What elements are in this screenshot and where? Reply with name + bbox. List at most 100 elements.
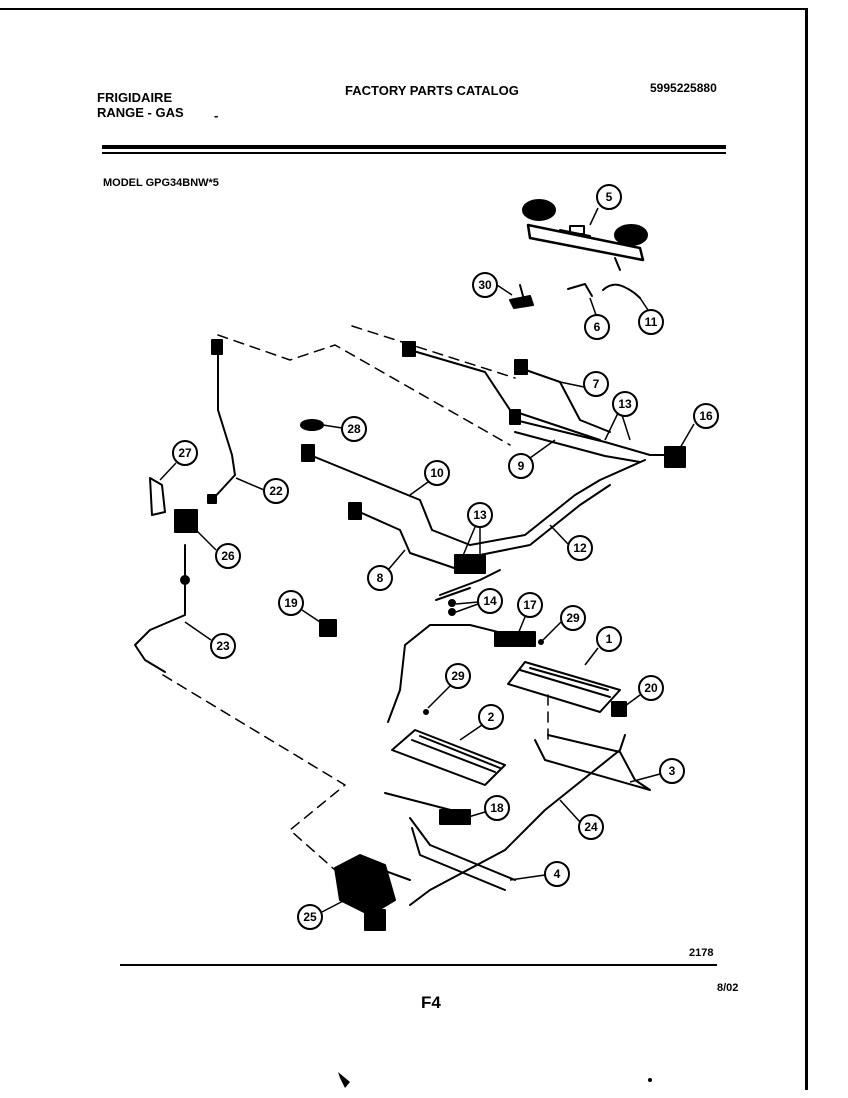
svg-text:1: 1 [606, 632, 613, 646]
svg-text:28: 28 [347, 422, 361, 436]
callout-11: 11 [638, 297, 664, 335]
part-spark-module-19 [319, 619, 337, 637]
callout-28: 28 [322, 416, 367, 442]
callout-6: 6 [584, 297, 610, 340]
part-tube-22 [207, 339, 236, 504]
part-tube-23 [134, 544, 190, 673]
callout-26: 26 [195, 529, 241, 569]
svg-text:25: 25 [303, 910, 317, 924]
callout-12: 12 [549, 524, 593, 561]
svg-text:2: 2 [488, 710, 495, 724]
part-bracket-27 [149, 477, 166, 516]
part-orifice-20 [611, 701, 627, 717]
part-igniter-wire-17 [387, 624, 536, 723]
callout-7: 7 [559, 371, 609, 397]
callout-25: 25 [297, 899, 346, 930]
revision-date: 8/02 [717, 982, 739, 994]
callout-13-lower: 13 [461, 502, 493, 560]
part-cap-28 [300, 419, 324, 431]
brand-name: FRIGIDAIRE [97, 90, 173, 105]
part-burner-tubes-upper [402, 341, 651, 463]
header-rule-thin [102, 152, 726, 154]
svg-text:19: 19 [284, 596, 298, 610]
svg-text:16: 16 [699, 409, 713, 423]
svg-text:20: 20 [644, 681, 658, 695]
callout-23: 23 [184, 621, 236, 659]
svg-text:24: 24 [584, 820, 598, 834]
callout-20: 20 [624, 675, 664, 707]
svg-text:10: 10 [430, 466, 444, 480]
callout-29-upper: 29 [538, 605, 586, 645]
callout-8: 8 [367, 549, 406, 591]
svg-text:5: 5 [606, 190, 613, 204]
svg-text:11: 11 [645, 315, 658, 329]
header-dash: - [214, 108, 219, 123]
page-border-top [0, 8, 808, 10]
svg-text:8: 8 [377, 571, 384, 585]
part-orifice-16 [649, 446, 686, 468]
part-burner-tubes-lower [301, 444, 646, 556]
callout-10: 10 [409, 460, 450, 496]
svg-text:3: 3 [669, 764, 676, 778]
callout-3: 3 [629, 758, 685, 784]
callout-16: 16 [679, 403, 719, 449]
part-bake-burner-2 [391, 729, 506, 786]
svg-text:23: 23 [216, 639, 230, 653]
svg-text:12: 12 [573, 541, 587, 555]
footer-rule [120, 964, 717, 966]
part-igniter-18 [384, 792, 471, 825]
svg-text:13: 13 [618, 397, 632, 411]
part-burner-tube-4 [409, 817, 516, 891]
callout-13-upper: 13 [604, 391, 638, 441]
svg-text:7: 7 [593, 377, 600, 391]
part-bracket-6 [567, 283, 593, 297]
scan-specks [338, 1072, 652, 1088]
svg-text:29: 29 [451, 669, 465, 683]
part-burner-tube-3 [534, 734, 651, 791]
part-safety-valve-25 [334, 854, 411, 931]
svg-text:4: 4 [554, 867, 561, 881]
part-burner-tube-8 [348, 502, 461, 571]
svg-text:6: 6 [594, 320, 601, 334]
svg-text:9: 9 [518, 459, 525, 473]
callout-19: 19 [278, 590, 321, 623]
callout-1: 1 [584, 626, 622, 666]
callout-4: 4 [509, 861, 570, 887]
part-tube-24 [409, 734, 626, 906]
callout-29-lower: 29 [423, 663, 471, 715]
svg-text:17: 17 [523, 598, 537, 612]
svg-text:22: 22 [269, 484, 283, 498]
callout-30: 30 [472, 272, 513, 298]
part-tube-11 [602, 283, 641, 299]
part-lower-manifold-13 [435, 554, 501, 601]
svg-text:27: 27 [178, 446, 192, 460]
catalog-number: 5995225880 [650, 81, 717, 95]
svg-text:13: 13 [473, 508, 487, 522]
callout-14: 14 [455, 588, 503, 614]
callout-5: 5 [589, 184, 622, 226]
model-number: MODEL GPG34BNW*5 [103, 177, 219, 189]
diagram-code: 2178 [689, 947, 714, 959]
part-clip-30 [509, 284, 534, 309]
svg-text:14: 14 [483, 594, 497, 608]
callout-24: 24 [559, 799, 604, 840]
assembly-dashed-lines [162, 325, 549, 871]
callout-27: 27 [159, 440, 198, 481]
part-broil-burner-1 [507, 661, 621, 713]
page-border-right [805, 10, 808, 1090]
header-rule-thick [102, 145, 726, 149]
part-screws-14 [448, 599, 456, 616]
callout-layer: 5 30 6 11 7 [159, 184, 719, 930]
svg-text:30: 30 [478, 278, 492, 292]
svg-text:26: 26 [221, 549, 235, 563]
svg-text:18: 18 [490, 801, 504, 815]
part-valve-manifold-assembly [522, 199, 648, 271]
catalog-title: FACTORY PARTS CATALOG [345, 83, 519, 98]
callout-22: 22 [235, 477, 289, 504]
svg-text:29: 29 [566, 611, 580, 625]
callout-9: 9 [508, 439, 556, 479]
page-label: F4 [421, 993, 441, 1012]
part-valve-26 [174, 509, 198, 533]
